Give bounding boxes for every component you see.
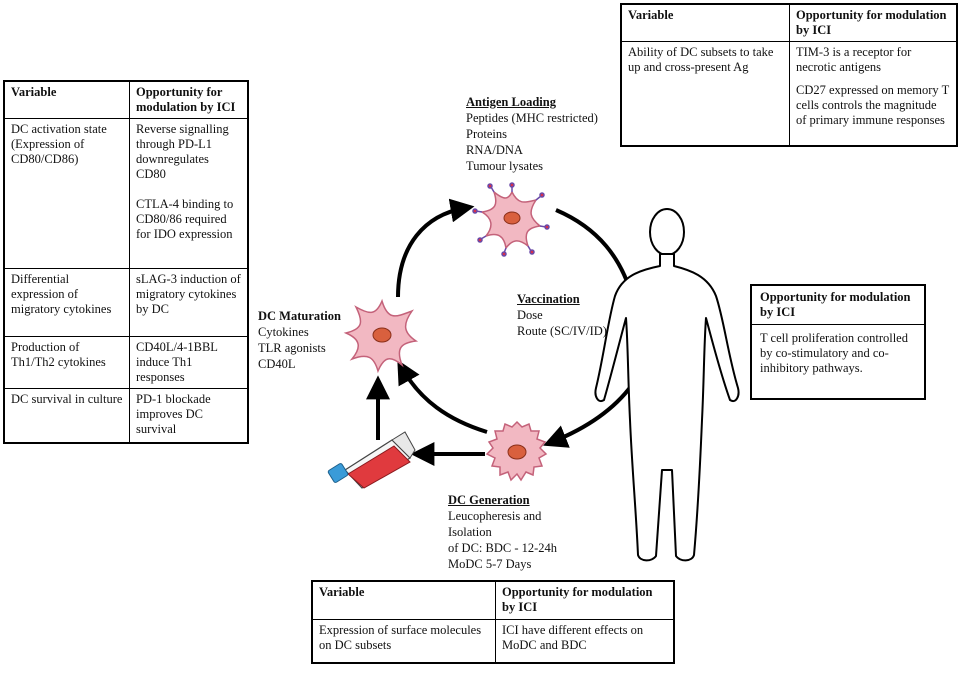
variable-cell: Production of Th1/Th2 cytokines [3,336,130,389]
opportunity-cell: Reverse signalling through PD-L1 downreg… [129,118,249,269]
step-line: CD40L [258,357,296,371]
opportunity-cell: sLAG-3 induction of migratory cytokines … [129,268,249,337]
step-line: Peptides (MHC restricted) [466,111,598,125]
step-title: DC Maturation [258,309,341,323]
bottom-variable-table: Variable Opportunity for modulation by I… [311,580,675,664]
opportunity-cell: ICI have different effects on MoDC and B… [495,618,675,664]
opportunity-text: Reverse signalling through PD-L1 downreg… [136,122,229,181]
step-line: Route (SC/IV/ID) [517,324,607,338]
immature-dc-cell-icon [485,420,548,482]
step-line: Dose [517,308,543,322]
opportunity-column-header: Opportunity for modulation by ICI [789,3,958,42]
variable-cell: Expression of surface molecules on DC su… [311,618,496,664]
variable-cell: Differential expression of migratory cyt… [3,268,130,337]
vaccination-label: Vaccination Dose Route (SC/IV/ID) [517,291,607,339]
opportunity-column-header: Opportunity for modulation by ICI [129,80,249,119]
variable-cell: DC activation state (Expression of CD80/… [3,118,130,269]
step-line: of DC: BDC - 12-24h [448,541,558,555]
dc-generation-label: DC Generation Leucopheresis and Isolatio… [448,492,557,572]
table-row: DC survival in culture PD-1 blockade imp… [3,388,249,443]
top-right-variable-table: Variable Opportunity for modulation by I… [620,3,958,147]
table-row: DC activation state (Expression of CD80/… [3,118,249,269]
opportunity-text: TIM-3 is a receptor for necrotic antigen… [796,45,912,74]
table-row: Expression of surface molecules on DC su… [311,618,675,664]
opportunity-column-header: Opportunity for modulation by ICI [495,580,675,620]
box-header: Opportunity for modulation by ICI [752,286,924,325]
arrow-generation-to-maturation [397,359,488,434]
variable-column-header: Variable [620,3,790,42]
mature-dc-cell-icon [343,298,419,374]
arrow-maturation-to-loading [396,198,475,298]
left-variable-table: Variable Opportunity for modulation by I… [3,80,249,444]
opportunity-text: CTLA-4 binding to CD80/86 required for I… [136,197,234,241]
variable-cell: Ability of DC subsets to take up and cro… [620,41,790,146]
table-header-row: Variable Opportunity for modulation by I… [620,3,958,42]
step-line: Leucopheresis and [448,509,542,523]
step-line: Isolation [448,525,492,539]
opportunity-cell: TIM-3 is a receptor for necrotic antigen… [789,41,958,146]
step-line: Tumour lysates [466,159,543,173]
step-line: TLR agonists [258,341,326,355]
step-line: RNA/DNA [466,143,523,157]
step-line: Proteins [466,127,507,141]
table-row: Production of Th1/Th2 cytokines CD40L/4-… [3,336,249,389]
dc-maturation-label: DC Maturation Cytokines TLR agonists CD4… [258,308,341,372]
variable-cell: DC survival in culture [3,388,130,443]
table-header-row: Variable Opportunity for modulation by I… [3,80,249,119]
variable-column-header: Variable [3,80,130,119]
step-title: Antigen Loading [466,95,556,109]
antigen-loading-label: Antigen Loading Peptides (MHC restricted… [466,94,598,174]
table-row: Ability of DC subsets to take up and cro… [620,41,958,146]
box-body: T cell proliferation controlled by co-st… [760,331,908,375]
variable-column-header: Variable [311,580,496,620]
step-title: Vaccination [517,292,580,306]
table-row: Differential expression of migratory cyt… [3,268,249,337]
table-header-row: Variable Opportunity for modulation by I… [311,580,675,620]
antigen-loaded-dc-icon [472,182,550,257]
opportunity-text: CD27 expressed on memory T cells control… [796,83,949,127]
opportunity-cell: PD-1 blockade improves DC survival [129,388,249,443]
step-title: DC Generation [448,493,530,507]
human-silhouette-icon [594,208,740,562]
opportunity-cell: CD40L/4-1BBL induce Th1 responses [129,336,249,389]
arrow-vaccination-to-generation [543,383,634,448]
step-line: MoDC 5-7 Days [448,557,532,571]
step-line: Cytokines [258,325,309,339]
culture-flask-icon [327,431,416,489]
right-opportunity-box: Opportunity for modulation by ICI T cell… [750,284,926,400]
